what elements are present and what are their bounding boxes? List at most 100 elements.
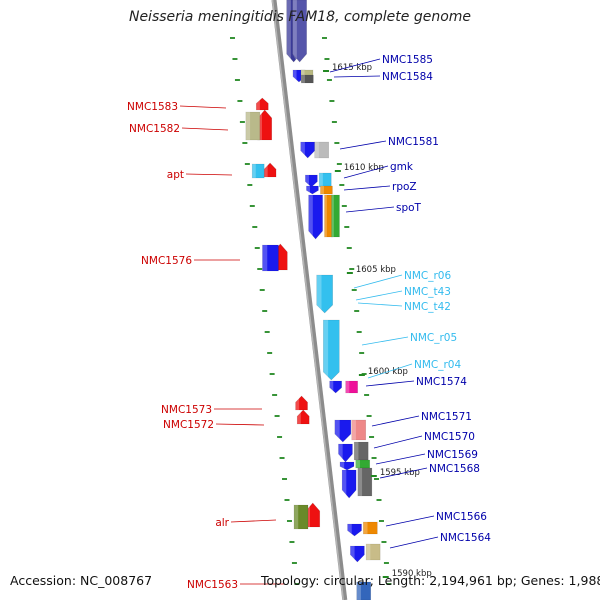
gene-nmc1585-shade: [292, 70, 297, 82]
gene-rpoZ-b: [320, 185, 333, 195]
gene-gmk-shade: [305, 175, 309, 187]
gene-nmc1574-shade: [329, 381, 334, 393]
accession-text: Accession: NC_008767: [10, 573, 153, 588]
label-leader-line: [371, 415, 420, 427]
gene-apt-b-body: [251, 163, 265, 179]
label-leader-line: [367, 363, 413, 379]
gene-apt-b: [251, 163, 265, 179]
gene-spoT-shade: [308, 195, 313, 239]
gene-nmc1569b: [355, 459, 371, 469]
gene-nmc1569b-shade: [355, 460, 360, 468]
gene-nmc1570: [338, 443, 353, 463]
label-leader-line: [365, 380, 415, 387]
gene-nmc1570-body: [338, 443, 353, 463]
right-gene-label: NMC1574: [416, 376, 467, 388]
gene-nmc1568-shade: [342, 470, 347, 498]
gene-gmk: [305, 174, 318, 188]
gene-nmc1584-body: [301, 74, 314, 84]
label-leader-line: [361, 336, 409, 346]
right-gene-label: NMC_r04: [414, 359, 461, 371]
label-leader-line: [333, 75, 381, 78]
left-gene-label: apt: [167, 169, 184, 181]
right-gene-label: NMC1564: [440, 532, 491, 544]
kbp-tick-label: 1605 kbp: [356, 265, 396, 275]
gene-nmc1571-shade: [334, 420, 340, 442]
gene-nmc1568: [341, 469, 357, 499]
left-gene-label: NMC1583: [127, 101, 178, 113]
right-gene-label: NMC1581: [388, 136, 439, 148]
gene-nmc1566-body: [347, 523, 362, 537]
left-gene-label: NMC1582: [129, 123, 180, 135]
gene-nmc1583-body: [255, 97, 269, 111]
gene-nmc1571b: [351, 419, 367, 441]
gene-nmc1574b: [345, 380, 358, 394]
gene-rpoZ-b-shade: [320, 186, 325, 194]
gene-spoT-c-shade: [331, 195, 334, 237]
label-leader-line: [355, 290, 403, 301]
gene-nmc1562-body: [356, 581, 372, 600]
label-leader-line: [215, 423, 265, 426]
kbp-tick-label: 1610 kbp: [344, 163, 384, 173]
gene-nmc-r05-body: [322, 319, 340, 381]
gene-nmc-r06-body: [316, 274, 333, 314]
gene-nmc1568b: [357, 467, 373, 497]
gene-nmc1572-body: [296, 409, 310, 425]
right-gene-label: NMC_t42: [404, 301, 451, 313]
gene-nmc1583-shade: [256, 98, 260, 110]
gene-nmc1574b-body: [345, 380, 358, 394]
gene-alr-b: [293, 504, 309, 530]
gene-nmc1581-body: [300, 141, 316, 159]
gene-nmc1566-shade: [347, 524, 352, 536]
gene-nmc1586-shade: [286, 0, 291, 62]
gene-nmc1564b-body: [365, 543, 381, 561]
right-gene-label: NMC1584: [382, 71, 433, 83]
gene-nmc1571b-body: [351, 419, 367, 441]
gene-nmc1586b-body: [292, 0, 307, 63]
left-gene-label: NMC1576: [141, 255, 192, 267]
gene-nmc1586b-shade: [292, 0, 297, 62]
right-gene-label: gmk: [390, 161, 414, 173]
gene-apt-body: [263, 162, 277, 178]
gene-alr-b-shade: [294, 505, 299, 529]
right-gene-label: NMC_r05: [410, 332, 457, 344]
gene-nmc1566b-shade: [363, 522, 368, 534]
gene-apt-shade: [264, 163, 268, 177]
gene-nmc1583: [255, 97, 269, 111]
gene-rpoZ-shade: [306, 186, 311, 194]
gene-spoT-c-body: [331, 194, 340, 238]
gene-nmc1564b-shade: [366, 544, 371, 560]
genome-backbone: [271, 0, 348, 600]
gene-nmc1573: [295, 395, 308, 411]
gene-nmc1572-shade: [297, 410, 301, 424]
label-leader-line: [230, 519, 277, 523]
right-gene-label: NMC_r06: [404, 270, 451, 282]
label-leader-line: [373, 435, 423, 449]
gene-nmc1584: [301, 74, 314, 84]
backbone-highlight: [271, 0, 345, 600]
label-leader-line: [345, 206, 395, 213]
gene-nmc1568b-body: [357, 467, 373, 497]
gene-nmc1570-shade: [338, 444, 343, 462]
right-gene-label: NMC_t43: [404, 286, 451, 298]
gene-apt: [263, 162, 277, 178]
kbp-tick-label: 1590 kbp: [392, 569, 432, 579]
gene-gmk-b: [318, 172, 332, 188]
genome-title: Neisseria meningitidis FAM18, complete g…: [128, 9, 472, 25]
gene-spoT: [308, 194, 323, 240]
gene-nmc1564-body: [350, 545, 365, 563]
gene-spoT-b: [324, 194, 333, 238]
gene-nmc1570b-shade: [354, 442, 359, 460]
gene-nmc1584-shade: [301, 75, 305, 83]
gene-nmc1581: [300, 141, 316, 159]
left-gene-label: NMC1563: [187, 579, 238, 591]
right-gene-label: NMC1566: [436, 511, 487, 523]
gene-nmc1581-shade: [300, 142, 305, 158]
label-leader-line: [185, 173, 233, 176]
gene-nmc-r06-shade: [316, 275, 322, 313]
label-leader-line: [339, 140, 387, 150]
topology-text: Topology: circular; Length: 2,194,961 bp…: [261, 573, 600, 588]
gene-nmc1566b-body: [363, 521, 378, 535]
right-gene-label: NMC1571: [421, 411, 472, 423]
gene-nmc1582b-body: [245, 111, 261, 141]
